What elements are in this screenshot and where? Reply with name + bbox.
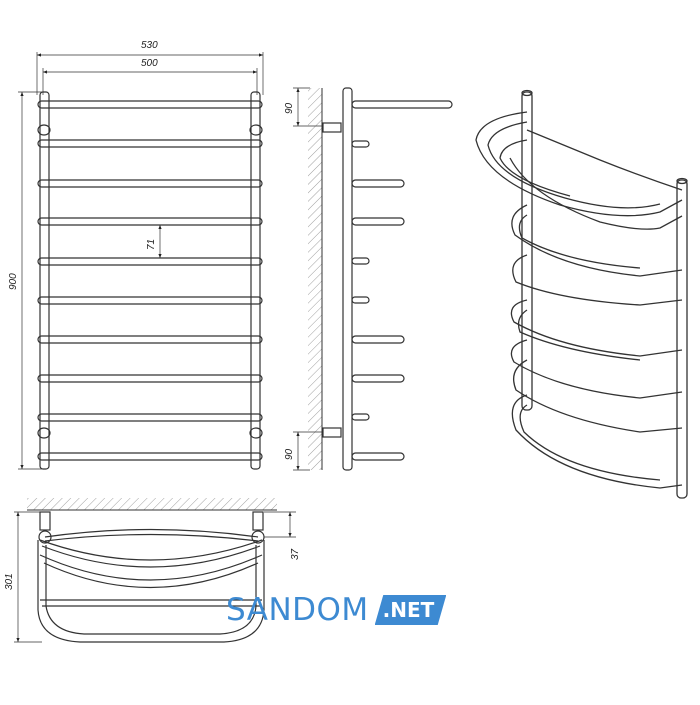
- front-view: [18, 52, 264, 470]
- top-view: [14, 498, 296, 643]
- dim-depth: 301: [4, 573, 15, 590]
- dim-bottom-mount: 90: [284, 448, 295, 460]
- brand-name: SANDOM: [226, 592, 369, 628]
- dim-wall-offset: 37: [290, 548, 301, 560]
- dim-overall-width: 530: [141, 40, 158, 51]
- isometric-view: [475, 89, 688, 499]
- brand-suffix-badge: .NET: [374, 595, 447, 625]
- dim-inner-width: 500: [141, 58, 158, 69]
- dim-height: 900: [8, 273, 19, 290]
- brand-logo: SANDOM .NET: [226, 590, 447, 630]
- side-view: [293, 87, 453, 471]
- dim-rail-pitch: 71: [146, 239, 157, 250]
- dim-top-mount: 90: [284, 102, 295, 114]
